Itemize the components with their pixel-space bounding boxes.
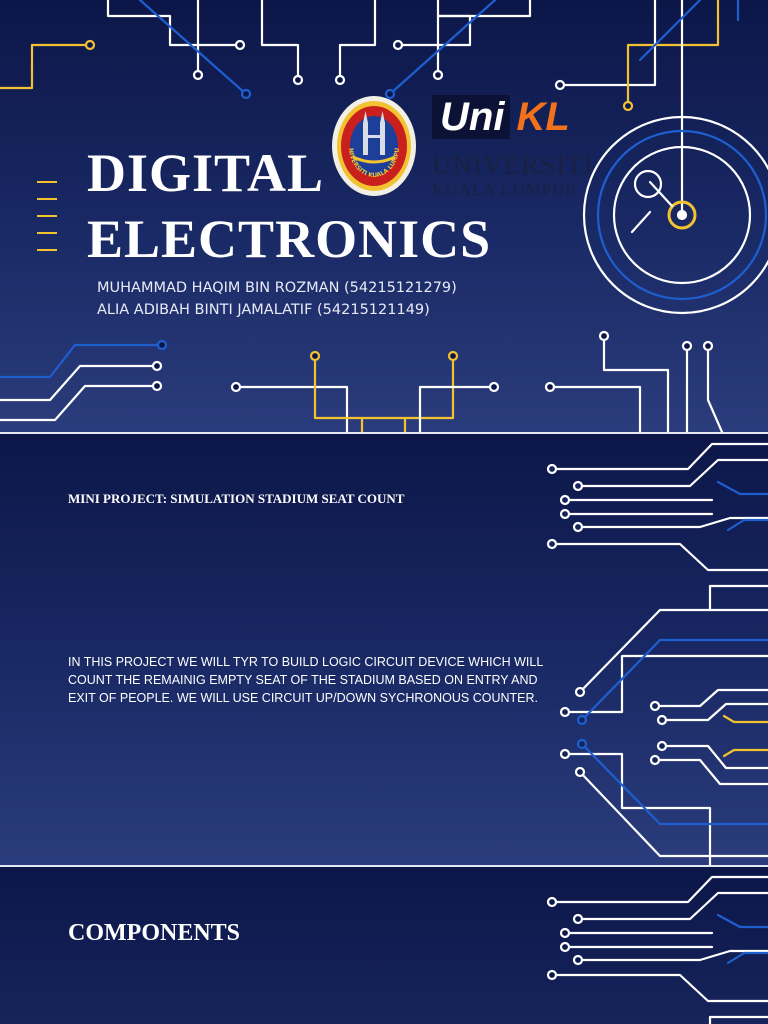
decorative-dash (37, 181, 57, 183)
title-line-1: DIGITAL (87, 143, 325, 203)
circuit-decoration-right (546, 442, 768, 865)
components-slide: COMPONENTS (0, 867, 768, 1024)
slide-separator (0, 865, 768, 867)
author-1: MUHAMMAD HAQIM BIN ROZMAN (54215121279) (97, 280, 457, 296)
project-heading: MINI PROJECT: SIMULATION STADIUM SEAT CO… (68, 491, 405, 506)
decorative-dash (37, 215, 57, 217)
components-heading: COMPONENTS (68, 920, 241, 946)
decorative-dash (37, 249, 57, 251)
unikl-logo-kl: KL (516, 95, 570, 139)
title-line-2: ELECTRONICS (87, 209, 492, 269)
unikl-logo-kuala-lumpur: KUALA LUMPUR (432, 180, 578, 199)
decorative-dash (37, 198, 57, 200)
title-slide: DIGITAL ELECTRONICS MUHAMMAD HAQIM BIN R… (0, 0, 768, 432)
circuit-decoration-top (0, 0, 768, 432)
author-2: ALIA ADIBAH BINTI JAMALATIF (54215121149… (97, 302, 430, 318)
decorative-dash (37, 232, 57, 234)
unikl-logo-uni: Uni (432, 95, 511, 139)
project-slide: MINI PROJECT: SIMULATION STADIUM SEAT CO… (0, 434, 768, 865)
project-description: IN THIS PROJECT WE WILL TYR TO BUILD LOG… (68, 655, 543, 705)
circuit-decoration-bottom (546, 875, 768, 1024)
author-list: MUHAMMAD HAQIM BIN ROZMAN (54215121279) … (97, 277, 457, 321)
slide-separator (0, 432, 768, 434)
university-crest-logo: UNIVERSITI KUALA LUMPUR (329, 90, 417, 198)
unikl-logo-universiti: UNIVERSITI (432, 150, 594, 180)
